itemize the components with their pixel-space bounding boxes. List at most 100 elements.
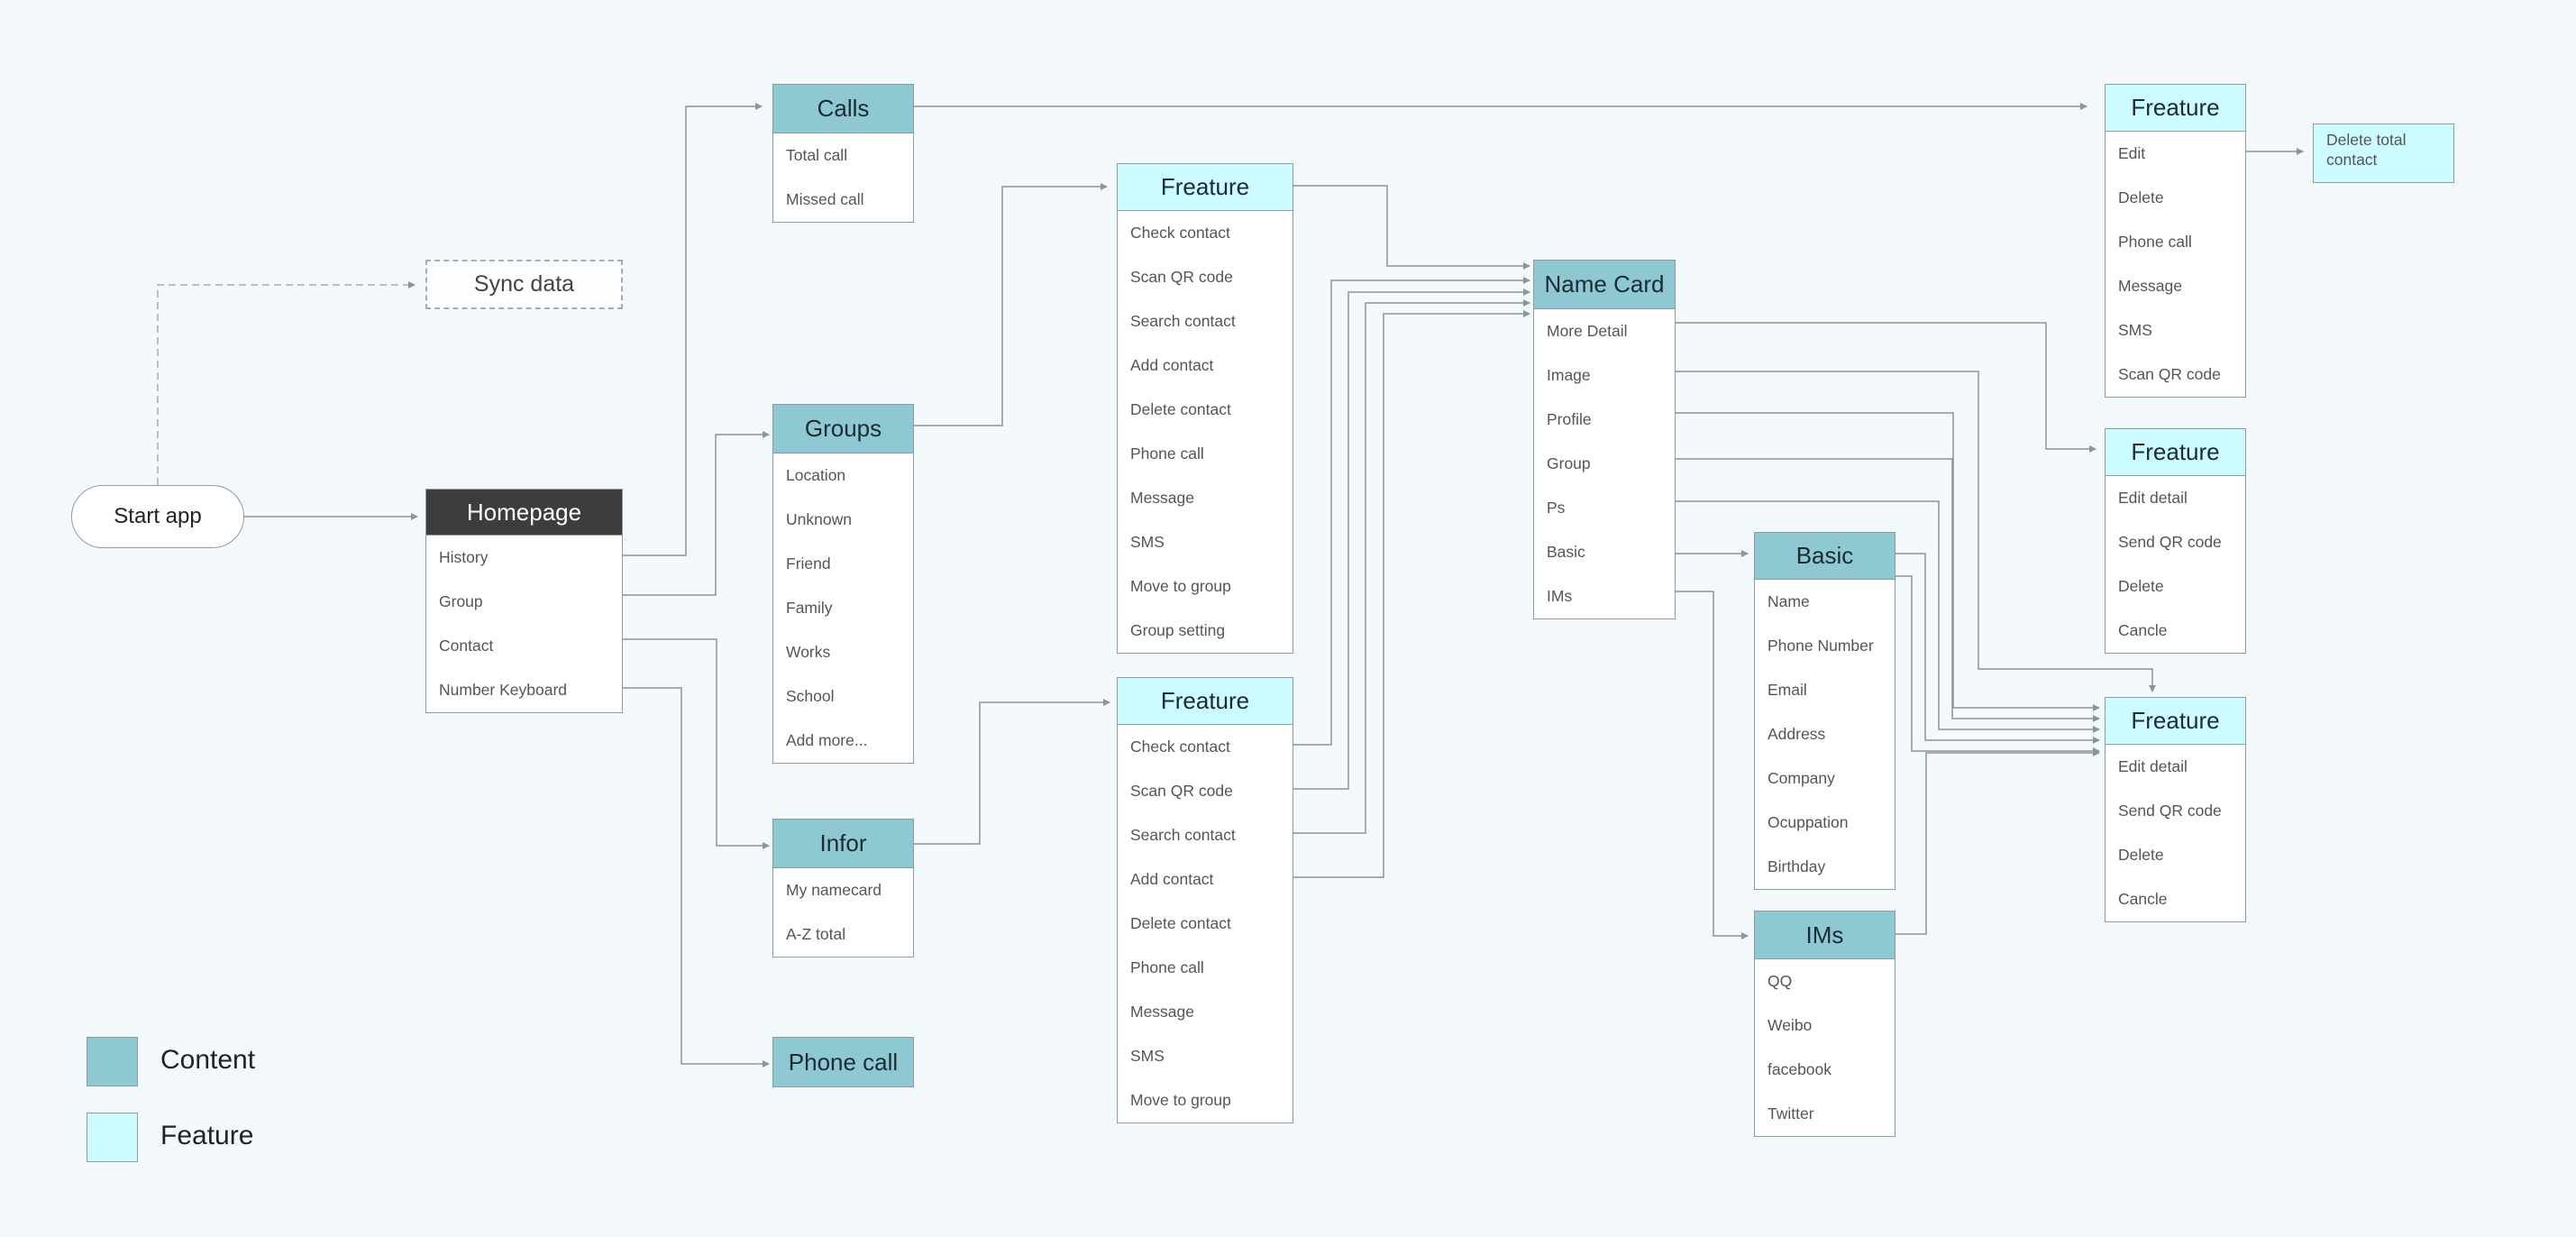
feature-calls-item[interactable]: Scan QR code xyxy=(2118,365,2221,383)
basic-item[interactable]: Company xyxy=(1768,769,1835,787)
calls-item[interactable]: Total call xyxy=(786,146,848,164)
infor-item[interactable]: My namecard xyxy=(786,881,882,899)
feature-groups-item[interactable]: Add contact xyxy=(1130,356,1214,374)
basic-item[interactable]: Address xyxy=(1768,725,1826,743)
delete-total-contact-node[interactable]: Delete total contact xyxy=(2313,124,2454,183)
feature-detail-item[interactable]: Send QR code xyxy=(2118,533,2222,551)
phonecall-box: Phone call xyxy=(772,1037,914,1087)
feature-calls-item[interactable]: Phone call xyxy=(2118,233,2192,251)
feature-infor-item[interactable]: Search contact xyxy=(1130,826,1236,844)
feature-groups-item[interactable]: Move to group xyxy=(1130,577,1231,595)
namecard-item[interactable]: Image xyxy=(1547,366,1591,384)
ims-item[interactable]: QQ xyxy=(1768,972,1793,990)
legend-feature-label: Feature xyxy=(160,1121,254,1150)
feature-calls-item[interactable]: Delete xyxy=(2118,188,2164,206)
feature-infor-item[interactable]: Scan QR code xyxy=(1130,782,1233,800)
basic-item[interactable]: Ocuppation xyxy=(1768,813,1849,831)
homepage-item[interactable]: Contact xyxy=(439,637,494,655)
groups-title[interactable]: Groups xyxy=(773,405,913,454)
feature-infor-item[interactable]: Phone call xyxy=(1130,958,1204,976)
feature-groups-item[interactable]: SMS xyxy=(1130,533,1165,551)
feature-infor-item[interactable]: SMS xyxy=(1130,1047,1165,1065)
groups-item[interactable]: Friend xyxy=(786,554,831,573)
groups-item[interactable]: Family xyxy=(786,599,833,617)
feature-calls-title[interactable]: Freature xyxy=(2106,85,2245,132)
homepage-item[interactable]: Number Keyboard xyxy=(439,681,568,699)
groups-item[interactable]: School xyxy=(786,687,835,705)
ims-title[interactable]: IMs xyxy=(1755,912,1895,959)
feature-infor-item[interactable]: Delete contact xyxy=(1130,914,1231,932)
feature-card-title[interactable]: Freature xyxy=(2106,698,2245,745)
phonecall-title[interactable]: Phone call xyxy=(773,1038,913,1086)
groups-item[interactable]: Add more... xyxy=(786,731,868,749)
namecard-item[interactable]: More Detail xyxy=(1547,322,1628,340)
basic-title[interactable]: Basic xyxy=(1755,533,1895,580)
feature-groups-item[interactable]: Check contact xyxy=(1130,224,1230,242)
namecard-item[interactable]: Basic xyxy=(1547,543,1585,561)
feature-card-item[interactable]: Cancle xyxy=(2118,890,2168,908)
feature-detail-title[interactable]: Freature xyxy=(2106,429,2245,476)
feature-calls-item[interactable]: SMS xyxy=(2118,321,2152,339)
ims-item[interactable]: Weibo xyxy=(1768,1016,1813,1034)
ims-item[interactable]: Twitter xyxy=(1768,1104,1814,1122)
feature-card-item[interactable]: Edit detail xyxy=(2118,757,2188,775)
infor-item[interactable]: A-Z total xyxy=(786,925,846,943)
feature-card-item[interactable]: Send QR code xyxy=(2118,802,2222,820)
namecard-item[interactable]: Profile xyxy=(1547,410,1592,428)
feature-card-item[interactable]: Delete xyxy=(2118,846,2164,864)
feature-groups-item[interactable]: Search contact xyxy=(1130,312,1236,330)
feature-groups-title[interactable]: Freature xyxy=(1118,164,1293,211)
namecard-item[interactable]: IMs xyxy=(1547,587,1573,605)
feature-groups-item[interactable]: Delete contact xyxy=(1130,400,1231,418)
feature-calls-item[interactable]: Message xyxy=(2118,277,2183,295)
feature-groups-item[interactable]: Message xyxy=(1130,489,1195,507)
feature-infor-item[interactable]: Check contact xyxy=(1130,738,1230,756)
legend-content-swatch xyxy=(87,1037,138,1086)
feature-groups-item[interactable]: Phone call xyxy=(1130,444,1204,463)
legend-feature-swatch xyxy=(87,1113,138,1162)
feature-infor-title[interactable]: Freature xyxy=(1118,678,1293,725)
basic-item[interactable]: Phone Number xyxy=(1768,637,1874,655)
homepage-item[interactable]: History xyxy=(439,548,489,566)
calls-item[interactable]: Missed call xyxy=(786,190,864,208)
feature-infor-item[interactable]: Move to group xyxy=(1130,1091,1231,1109)
groups-item[interactable]: Location xyxy=(786,466,846,484)
feature-calls-item[interactable]: Edit xyxy=(2118,144,2146,162)
namecard-title[interactable]: Name Card xyxy=(1534,261,1675,309)
feature-groups-item[interactable]: Scan QR code xyxy=(1130,268,1233,286)
basic-item[interactable]: Email xyxy=(1768,681,1807,699)
basic-item[interactable]: Birthday xyxy=(1768,857,1826,875)
feature-infor-item[interactable]: Add contact xyxy=(1130,870,1214,888)
start-app-node[interactable]: Start app xyxy=(71,485,244,548)
namecard-item[interactable]: Ps xyxy=(1547,499,1566,517)
feature-detail-item[interactable]: Cancle xyxy=(2118,621,2168,639)
feature-detail-item[interactable]: Edit detail xyxy=(2118,489,2188,507)
groups-item[interactable]: Works xyxy=(786,643,831,661)
ims-item[interactable]: facebook xyxy=(1768,1060,1832,1078)
basic-item[interactable]: Name xyxy=(1768,592,1810,610)
homepage-title[interactable]: Homepage xyxy=(426,490,622,536)
homepage-item[interactable]: Group xyxy=(439,592,483,610)
calls-title[interactable]: Calls xyxy=(773,85,913,133)
namecard-item[interactable]: Group xyxy=(1547,454,1591,472)
legend-content-label: Content xyxy=(160,1045,256,1075)
groups-item[interactable]: Unknown xyxy=(786,510,852,528)
infor-title[interactable]: Infor xyxy=(773,820,913,868)
feature-groups-item[interactable]: Group setting xyxy=(1130,621,1226,639)
feature-detail-item[interactable]: Delete xyxy=(2118,577,2164,595)
sync-data-node[interactable]: Sync data xyxy=(425,260,623,309)
feature-infor-item[interactable]: Message xyxy=(1130,1003,1195,1021)
